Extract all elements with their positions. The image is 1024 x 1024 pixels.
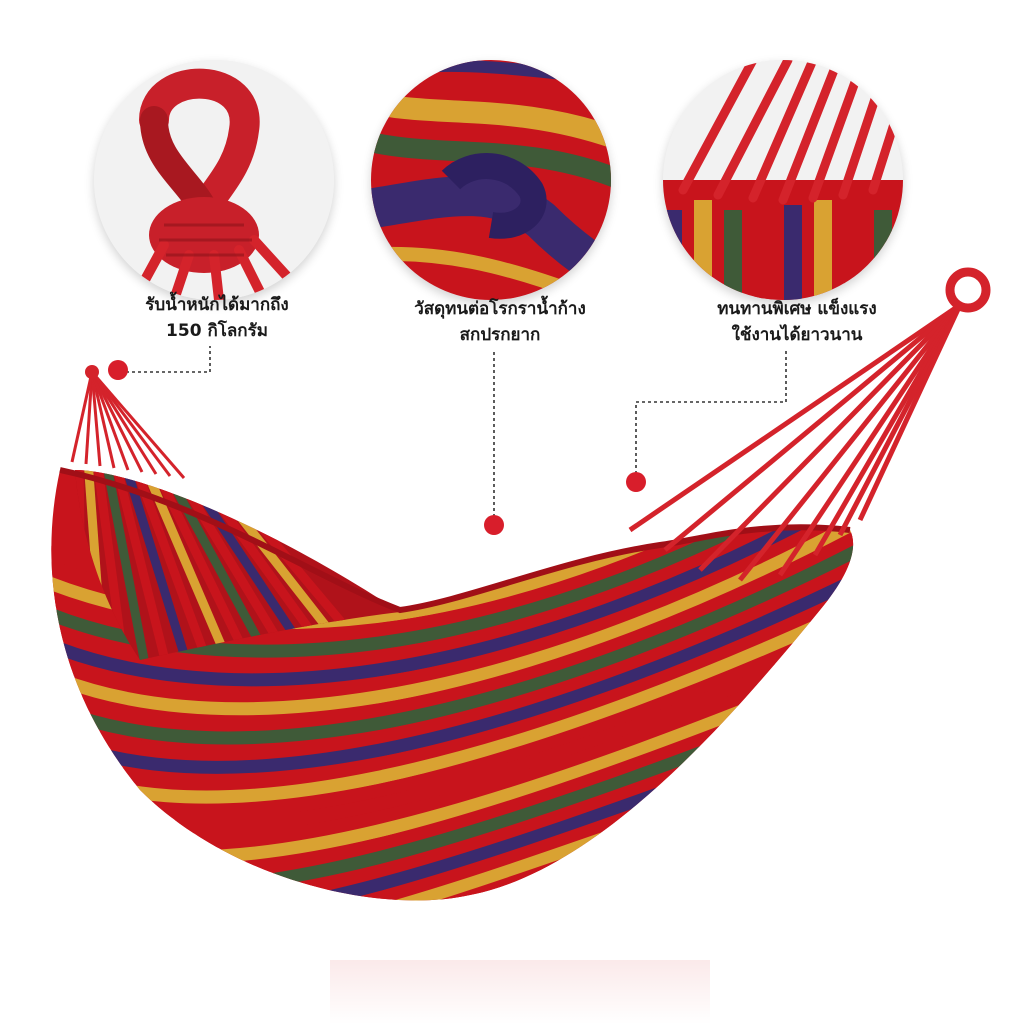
rope-string <box>663 303 962 552</box>
feature-caption-fabric: วัสดุทนต่อโรกราน้ำก้าง สกปรกยาก <box>380 296 620 348</box>
left-hanging-knot <box>85 365 99 379</box>
rope-string <box>628 302 962 533</box>
rope-string <box>90 371 172 477</box>
rope-loop-closeup <box>94 60 334 300</box>
hammock-rim <box>59 467 851 614</box>
rope-string <box>90 371 116 469</box>
inner-stripe <box>119 470 197 660</box>
fabric-stripe <box>51 538 854 745</box>
fabric-stripe <box>51 509 854 716</box>
marker-dot-load <box>108 360 128 380</box>
striped-fabric-closeup <box>371 60 611 300</box>
rope-strings-closeup <box>663 60 903 300</box>
fabric-stripe <box>51 566 854 774</box>
right-end-ropes <box>628 302 963 582</box>
caption-line: 150 กิโลกรัม <box>166 321 268 341</box>
caption-line: รับน้ำหนักได้มากถึง <box>145 295 289 315</box>
rope-string <box>857 303 963 522</box>
reflection <box>330 960 710 1024</box>
leader-line-durable <box>635 350 787 480</box>
hammock-inner-fabric <box>75 470 400 660</box>
left-end-ropes <box>70 371 186 479</box>
fabric-stripe <box>51 552 854 760</box>
rope-string <box>70 371 94 463</box>
leader-line-load <box>126 346 211 373</box>
marker-dot-durable <box>626 472 646 492</box>
rope-string <box>777 303 963 577</box>
caption-line: สกปรกยาก <box>459 325 541 345</box>
rope-string <box>698 303 962 572</box>
callout-leader-lines <box>126 346 787 520</box>
caption-line: ใช้งานได้ยาวนาน <box>731 325 863 345</box>
inner-stripe <box>101 470 153 660</box>
rope-string <box>90 371 102 467</box>
fabric-stripe <box>51 523 854 730</box>
feature-caption-durable: ทนทานพิเศษ แข็งแรง ใช้งานได้ยาวนาน <box>682 296 912 348</box>
rope-string <box>84 371 94 465</box>
rope-string <box>90 371 158 475</box>
fabric-stripe <box>51 470 854 658</box>
caption-line: ทนทานพิเศษ แข็งแรง <box>717 299 877 319</box>
inner-stripe <box>110 470 175 660</box>
rope-string <box>738 303 962 582</box>
marker-dot-fabric <box>484 515 504 535</box>
fabric-stripe <box>51 480 854 687</box>
rope-string <box>90 371 144 473</box>
fabric-stripe <box>51 495 854 701</box>
right-hanging-loop <box>945 267 991 313</box>
rope-string <box>90 371 186 479</box>
feature-caption-load: รับน้ำหนักได้มากถึง 150 กิโลกรัม <box>112 292 322 344</box>
rope-string <box>90 371 130 471</box>
caption-line: วัสดุทนต่อโรกราน้ำก้าง <box>414 299 586 319</box>
